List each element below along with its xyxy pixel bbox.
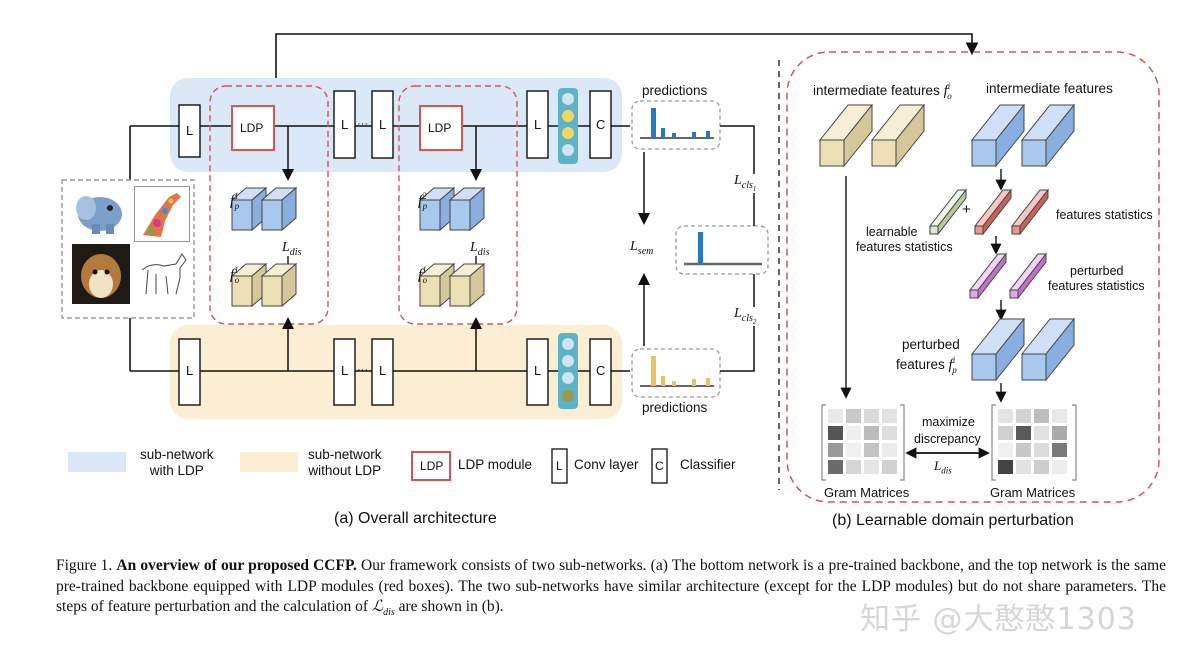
thumb-horse-sketch	[136, 248, 190, 298]
gram-left-label: Gram Matrices	[824, 485, 910, 500]
gram-right-label: Gram Matrices	[990, 485, 1076, 500]
fp1-label: f1p	[230, 191, 240, 211]
caption-b: (b) Learnable domain perturbation	[832, 512, 1074, 529]
legend-conv-box-label: L	[556, 459, 563, 473]
cube-inter-right	[970, 103, 1076, 168]
ldp-box-2	[419, 105, 463, 151]
caption-math: ℒdis	[371, 598, 395, 619]
predictions-bottom-label: predictions	[642, 400, 708, 415]
ldis-label-1: Ldis	[282, 240, 302, 258]
legend-blue-swatch	[68, 452, 126, 472]
gram-matrix-right	[991, 404, 1077, 481]
conv-label-2: L	[341, 117, 349, 132]
learnable-label-2: features statistics	[856, 240, 953, 254]
conv-label-b1: L	[186, 363, 194, 378]
inter-left-label: intermediate features fio	[813, 81, 952, 101]
panel-b-region	[786, 51, 1160, 503]
legend-cls-text: Classifier	[680, 457, 736, 472]
yellow-subnetwork-bg	[170, 325, 622, 419]
legend-cls-box-label: C	[655, 459, 664, 473]
lcls2-label: Lcls2	[734, 306, 757, 326]
ldp-region-2	[398, 85, 518, 325]
ldp-box-1	[231, 105, 275, 151]
plus-sign: +	[962, 201, 971, 218]
cube-perturbed-stats	[968, 252, 1048, 300]
legend-cls-box	[651, 448, 668, 484]
conv-label-4: L	[534, 117, 542, 132]
conv-label-1: L	[186, 123, 194, 138]
caption-bold: An overview of our proposed CCFP.	[116, 557, 357, 574]
maximize-label-1: maximize	[922, 415, 975, 429]
predictions-top-label: predictions	[642, 83, 708, 98]
cube-perturbed-features	[970, 317, 1076, 382]
legend-ldp-box-label: LDP	[420, 459, 444, 473]
legend-yellow-swatch	[240, 452, 298, 472]
lcls1-label: Lcls1	[734, 173, 757, 193]
input-images-box	[61, 179, 195, 319]
lsem-label: Lsem	[630, 239, 654, 257]
legend-ldp-box	[411, 451, 451, 481]
ldp-label-1: LDP	[240, 121, 264, 135]
cube-fp2	[418, 186, 486, 232]
fo1b-label: f1o	[418, 265, 428, 285]
cube-inter-left	[818, 103, 926, 168]
conv-label-3: L	[379, 117, 387, 132]
top-classifier-vector	[558, 88, 578, 164]
dots-top: ···	[357, 118, 368, 130]
legend-yellow-label: sub-network without LDP	[308, 447, 382, 478]
cube-fo1	[230, 262, 298, 308]
ldis-label-b: Ldis	[934, 458, 952, 476]
target-box	[675, 225, 769, 275]
bottom-predictions-box	[631, 348, 721, 398]
conv-label-b3: L	[379, 363, 387, 378]
thumb-elephant	[70, 186, 128, 238]
conv-label-b4: L	[534, 363, 542, 378]
learnable-label-1: learnable	[866, 225, 918, 239]
perturbed-feat-label-1: perturbed	[902, 337, 960, 352]
gram-matrix-left	[821, 404, 905, 481]
legend-conv-box	[551, 448, 568, 484]
ldp-region-1	[209, 85, 329, 325]
caption-end: are shown in (b).	[394, 598, 504, 615]
perturbed-stats-label-2: features statistics	[1048, 279, 1145, 293]
figure-caption: Figure 1. An overview of our proposed CC…	[56, 556, 1166, 624]
inter-right-label: intermediate features	[986, 81, 1113, 96]
dots-bottom: ···	[357, 364, 368, 376]
cls-label-bottom: C	[596, 363, 606, 378]
ldis-label-2: Ldis	[470, 240, 490, 258]
cube-fo1-b	[418, 262, 486, 308]
cls-label-top: C	[596, 117, 606, 132]
top-predictions-box	[631, 100, 721, 150]
perturbed-feat-label-2: features fip	[896, 355, 957, 375]
bottom-conv-layers	[178, 338, 612, 406]
cube-learnable-stats	[928, 188, 968, 236]
legend-conv-text: Conv layer	[574, 457, 639, 472]
thumb-dog	[72, 244, 130, 304]
legend-ldp-text: LDP module	[458, 457, 533, 472]
caption-prefix: Figure 1.	[56, 557, 113, 574]
fo1-label: f1o	[230, 265, 240, 285]
perturbed-stats-label-1: perturbed	[1070, 264, 1124, 278]
maximize-label-2: discrepancy	[914, 432, 981, 446]
cube-feature-stats	[973, 188, 1050, 236]
watermark: 知乎 @大憨憨1303	[860, 602, 1137, 637]
feature-stats-label: features statistics	[1056, 208, 1153, 222]
bottom-classifier-vector	[558, 333, 578, 409]
cube-fp1	[230, 186, 298, 232]
caption-a: (a) Overall architecture	[334, 510, 497, 527]
ldp-label-2: LDP	[428, 121, 452, 135]
fp2-label: f2p	[418, 191, 428, 211]
caption-text: Our framework consists of two sub-networ…	[56, 557, 1167, 615]
conv-label-b2: L	[341, 363, 349, 378]
legend-blue-label: sub-network with LDP	[140, 447, 214, 478]
thumb-giraffe	[134, 186, 190, 242]
top-conv-layers	[178, 90, 612, 159]
blue-subnetwork-bg	[170, 78, 622, 172]
